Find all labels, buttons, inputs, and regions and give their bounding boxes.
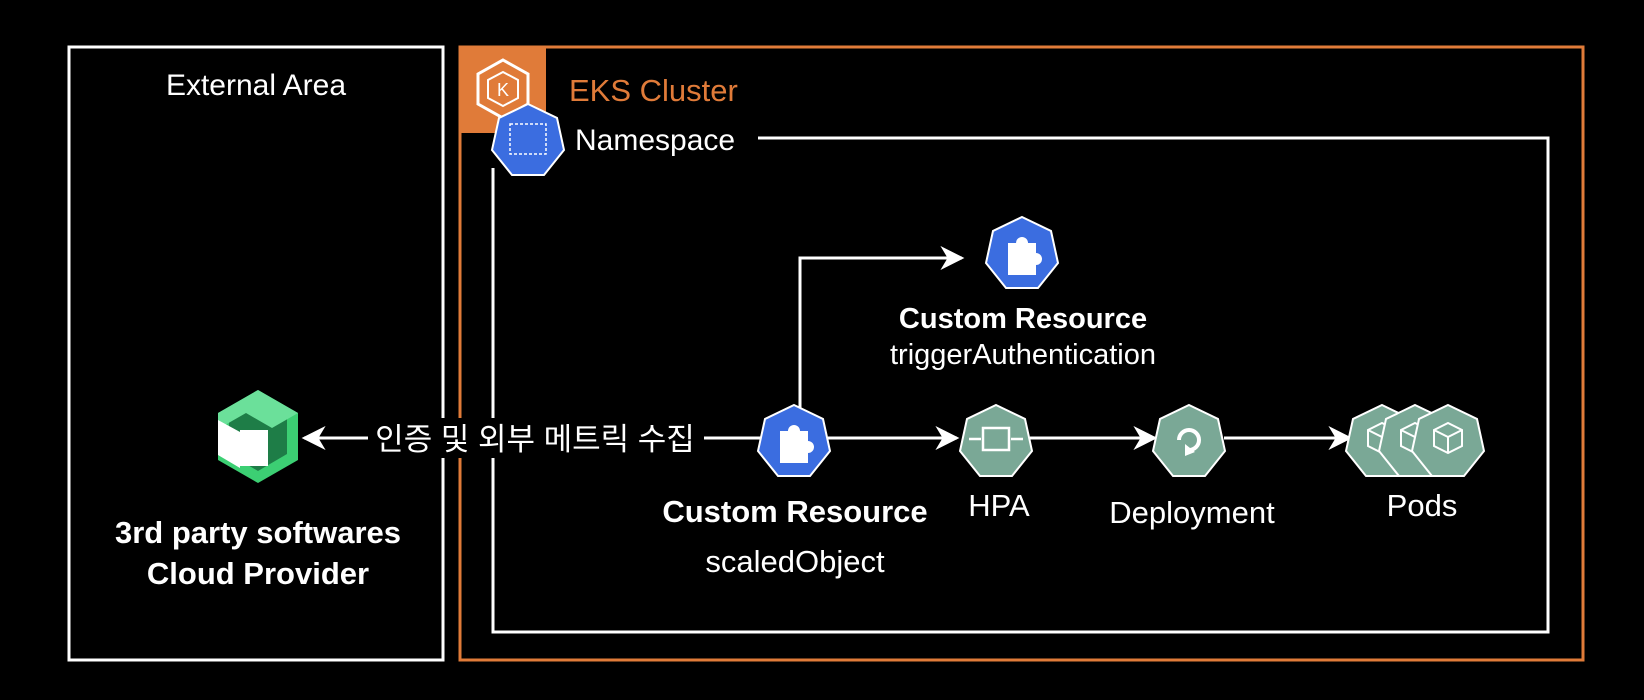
eks-cluster-title: EKS Cluster bbox=[569, 73, 738, 108]
namespace-title: Namespace bbox=[575, 124, 735, 157]
pods-icon bbox=[1344, 403, 1486, 477]
deployment-title: Deployment bbox=[1109, 495, 1275, 530]
external-area-title: External Area bbox=[166, 69, 346, 102]
edge-label: 인증 및 외부 메트릭 수집 bbox=[375, 422, 695, 457]
namespace-icon bbox=[490, 102, 566, 176]
scaled-object-title: Custom Resource bbox=[662, 494, 927, 529]
pods-title: Pods bbox=[1387, 488, 1458, 523]
new-relic-cube-icon bbox=[218, 390, 298, 483]
trigger-auth-subtitle: triggerAuthentication bbox=[890, 339, 1156, 371]
edge-to-trigger-auth bbox=[798, 246, 965, 408]
hpa-icon bbox=[958, 403, 1034, 477]
eks-cluster-box bbox=[458, 45, 1585, 662]
svg-text:K: K bbox=[497, 80, 509, 100]
deployment-icon bbox=[1151, 403, 1227, 477]
trigger-auth-title: Custom Resource bbox=[899, 303, 1147, 335]
scaled-object-subtitle: scaledObject bbox=[705, 544, 885, 579]
scaled-object-puzzle-icon bbox=[756, 403, 832, 477]
provider-line1: 3rd party softwares bbox=[115, 515, 401, 550]
external-area-box bbox=[67, 45, 445, 662]
namespace-box bbox=[491, 136, 1550, 634]
trigger-auth-puzzle-icon bbox=[984, 215, 1060, 289]
edge-label-bg bbox=[368, 418, 704, 458]
provider-line2: Cloud Provider bbox=[147, 556, 369, 591]
hpa-title: HPA bbox=[968, 488, 1030, 523]
